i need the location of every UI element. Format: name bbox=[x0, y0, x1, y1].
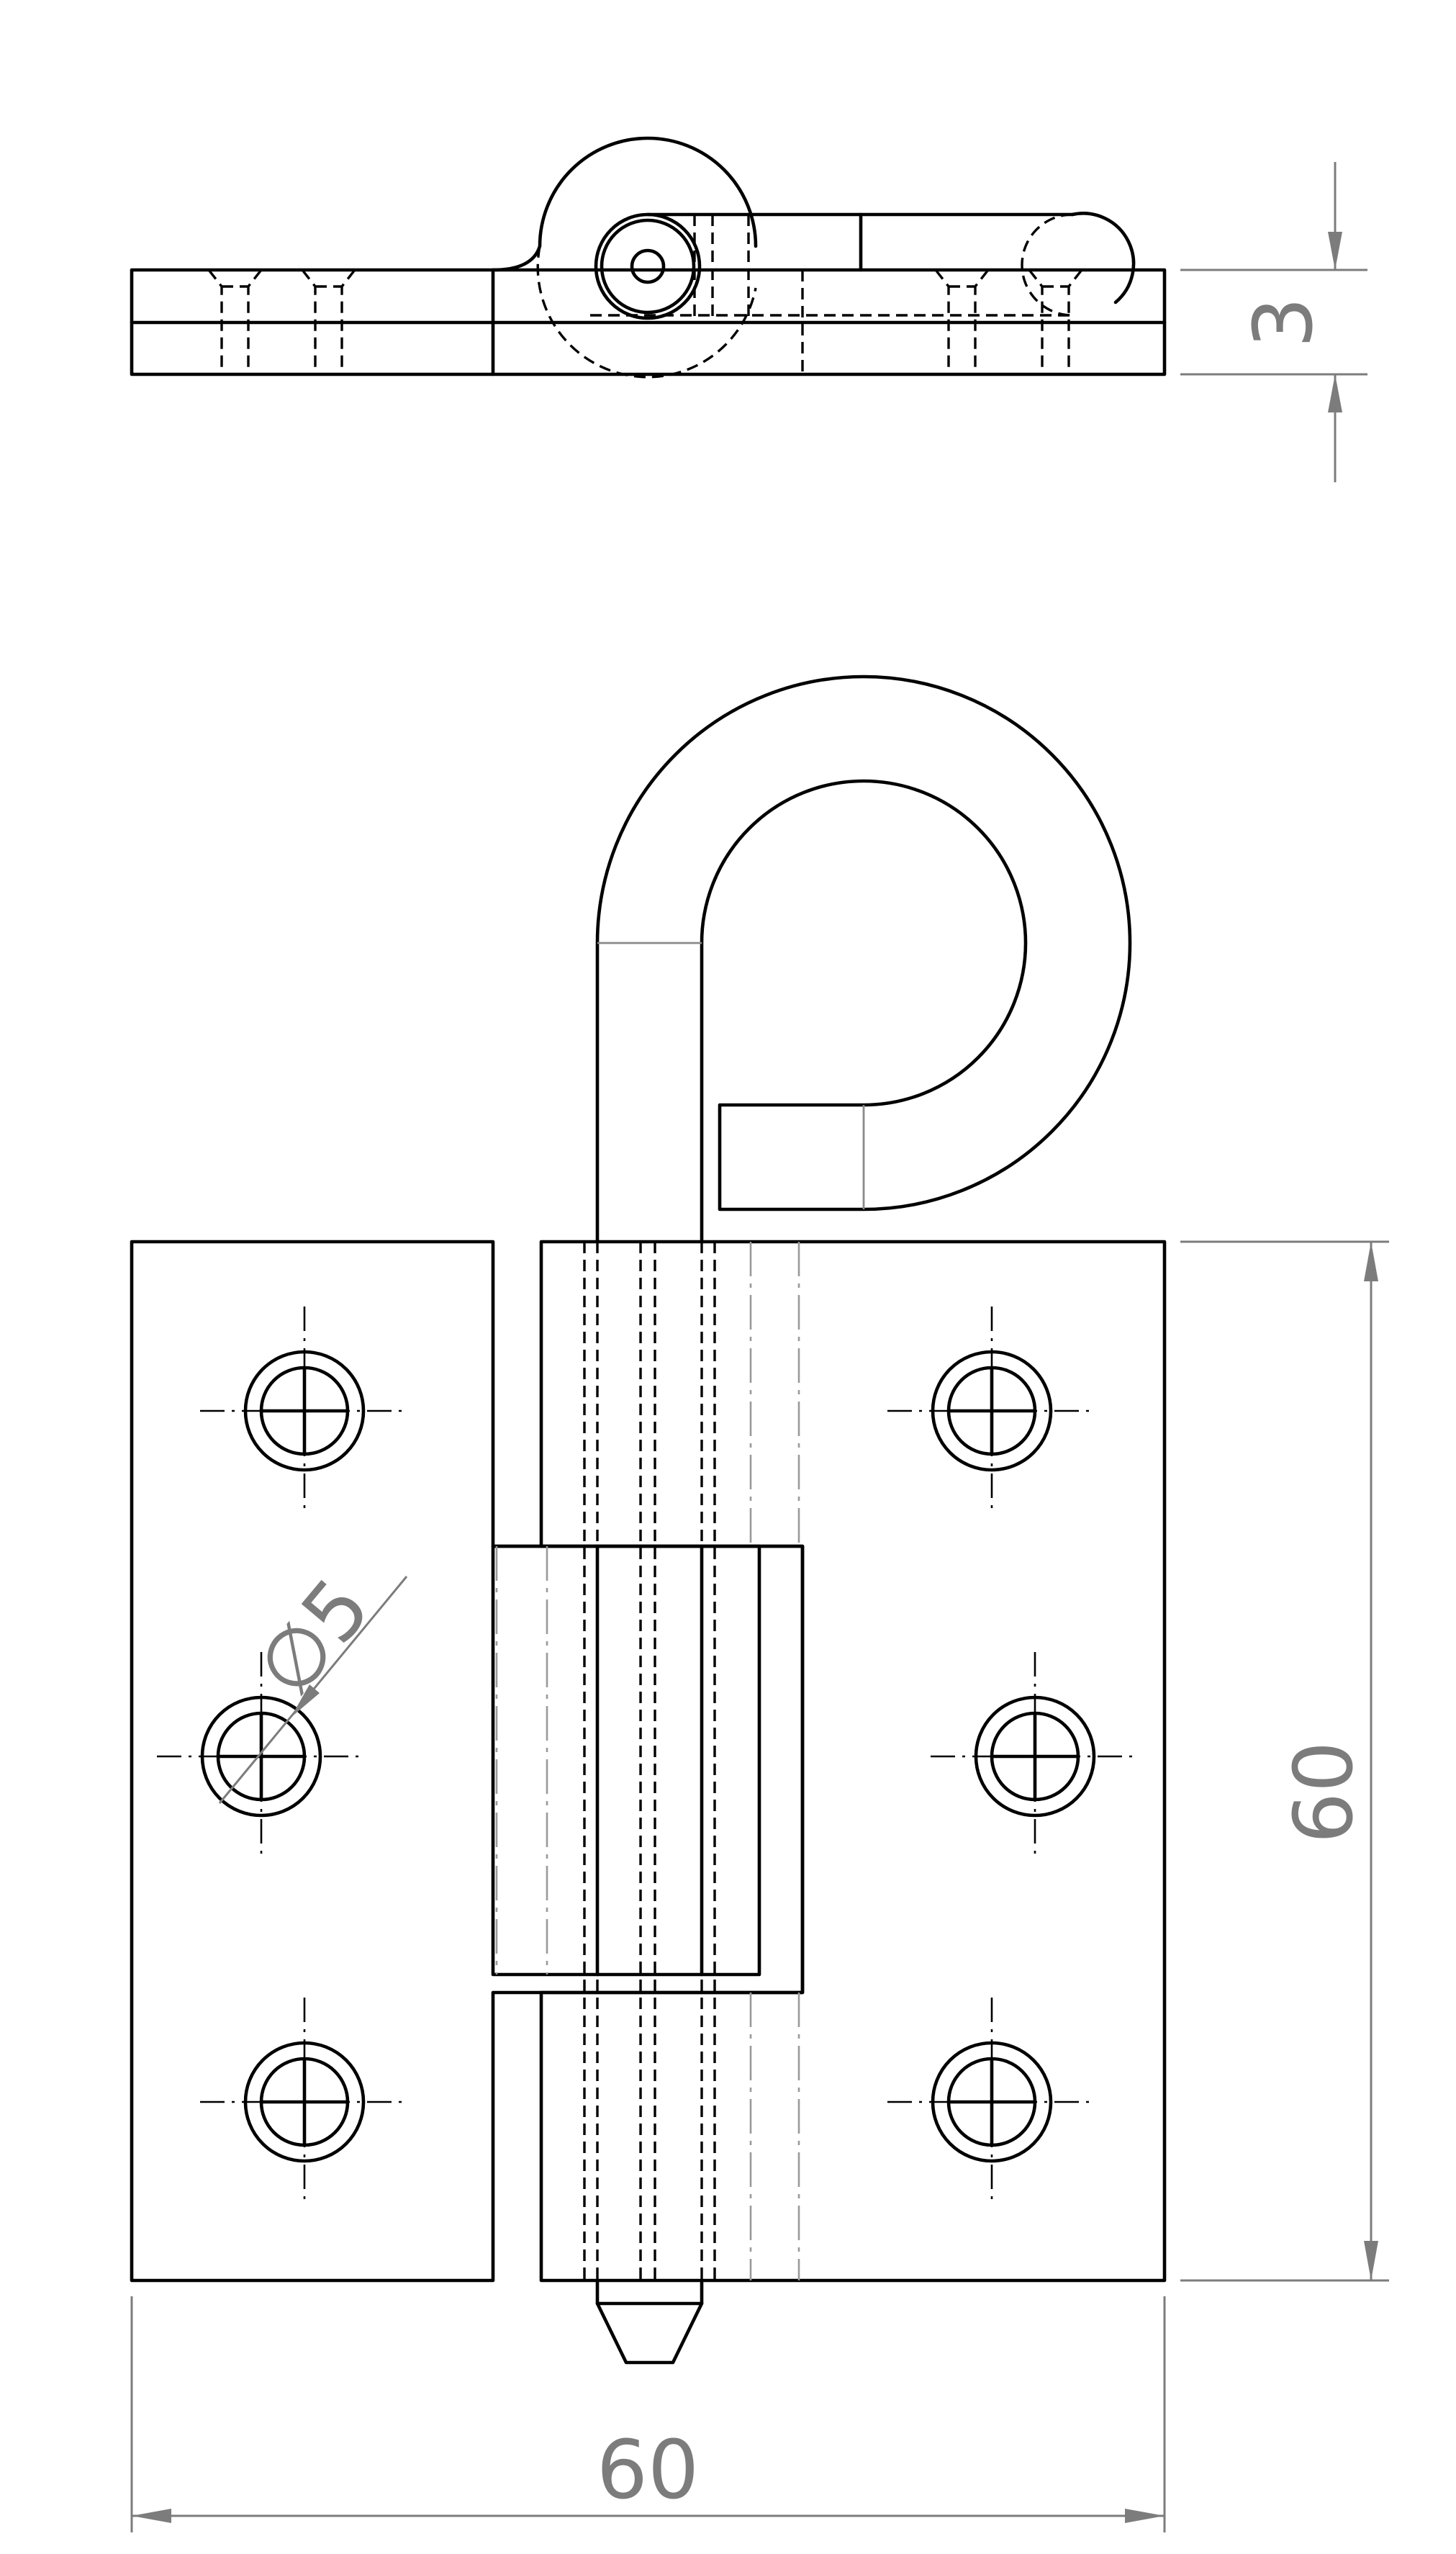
screw-hole bbox=[157, 1652, 366, 1861]
front-view bbox=[130, 674, 1167, 2365]
screw-hole bbox=[200, 1998, 409, 2206]
dimension-thickness: 3 bbox=[1180, 162, 1367, 482]
dimension-width: 60 bbox=[130, 2296, 1166, 2532]
screw-hole bbox=[200, 1307, 409, 1515]
pin bbox=[583, 1242, 716, 2365]
top-view-pin bbox=[590, 212, 1136, 322]
front-view-right-leaf bbox=[491, 1240, 1167, 2283]
screw-hole bbox=[887, 1307, 1096, 1515]
dimension-hole-diameter: ∅5 bbox=[218, 1561, 408, 1804]
dimension-height-label: 60 bbox=[1278, 1741, 1371, 1844]
screw-hole bbox=[887, 1998, 1096, 2206]
knuckle-phantom-lines bbox=[495, 1242, 800, 2280]
top-view-left-leaf bbox=[130, 268, 495, 376]
dimension-width-label: 60 bbox=[597, 2424, 700, 2517]
dimension-hole-diameter-label: ∅5 bbox=[239, 1561, 389, 1715]
screw-hole bbox=[931, 1652, 1139, 1861]
dimension-height: 60 bbox=[1180, 1240, 1389, 2282]
top-view bbox=[130, 136, 1167, 379]
hook bbox=[595, 674, 1132, 1244]
screw-holes bbox=[157, 1307, 1139, 2206]
dimension-thickness-label: 3 bbox=[1237, 297, 1331, 348]
top-view-right-leaf bbox=[491, 268, 1167, 376]
top-view-knuckle bbox=[491, 136, 758, 379]
